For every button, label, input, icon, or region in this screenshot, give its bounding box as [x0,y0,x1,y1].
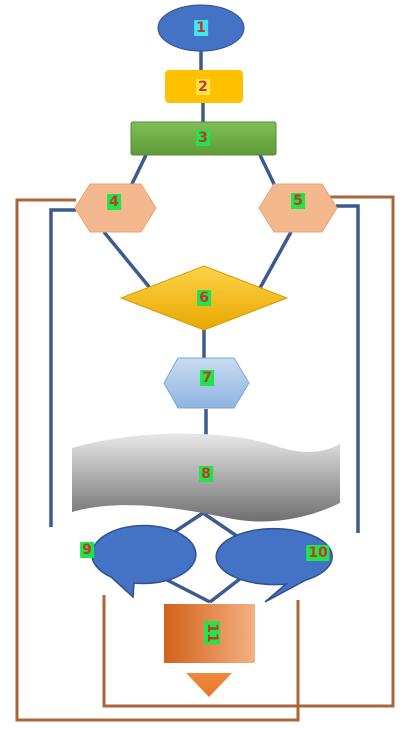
node-5-label: 5 [291,193,305,209]
connector-5-to-10 [336,204,360,533]
node-6-label: 6 [197,290,211,306]
connector-5-to-9 [102,195,395,708]
connector-3-to-4 [129,154,148,187]
node-11-label: 11 [204,621,220,645]
node-7-label: 7 [200,370,214,386]
connector-4-to-11 [15,198,300,722]
connector-3-to-5 [258,154,277,187]
node-11-arrow-head [186,673,232,697]
connector-4-to-9 [49,208,76,527]
node-4-label: 4 [107,194,121,210]
connector-4-to-6 [102,230,152,290]
node-8-label: 8 [199,466,213,482]
node-10-label: 10 [306,545,330,561]
node-10-callout [215,527,333,603]
brown-connectors [15,195,395,722]
node-9-label: 9 [80,542,94,558]
node-2-label: 2 [196,79,210,95]
node-1-label: 1 [194,20,208,36]
node-3-label: 3 [196,130,210,146]
connector-5-to-6 [258,231,293,289]
